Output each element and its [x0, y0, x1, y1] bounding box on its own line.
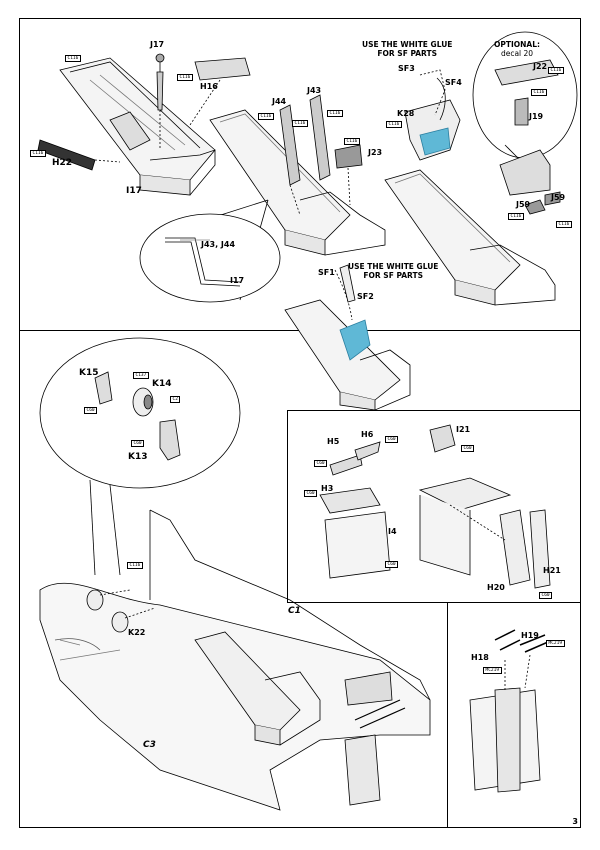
part-label-H5: H5: [327, 437, 340, 446]
part-label-H18: H18: [471, 653, 489, 662]
part-label-J22: J22: [533, 62, 548, 71]
color-tag: MC219: [483, 667, 502, 674]
part-label-H16: H16: [200, 82, 218, 91]
color-tag: C60: [385, 561, 399, 568]
part-label-C3: C3: [143, 740, 156, 750]
part-label-J43: J43: [307, 86, 322, 95]
white-glue-note-mid: USE THE WHITE GLUE FOR SF PARTS: [348, 262, 438, 280]
part-label-I4: I4: [388, 527, 397, 536]
part-label-I21: I21: [456, 425, 471, 434]
part-label-J23: J23: [368, 148, 383, 157]
part-label-H19: H19: [521, 631, 539, 640]
color-tag: C60: [304, 490, 318, 497]
part-label-K28: K28: [397, 109, 415, 118]
part-label-SF4: SF4: [445, 78, 462, 87]
color-tag: C116: [508, 213, 524, 220]
optional-note: OPTIONAL: decal 20: [494, 40, 540, 58]
part-label-SF2: SF2: [357, 292, 374, 301]
white-glue-note-top-line2: FOR SF PARTS: [377, 49, 438, 58]
part-label-K15: K15: [79, 368, 99, 378]
part-label-J44: J44: [272, 97, 287, 106]
color-tag: C116: [30, 150, 46, 157]
color-tag: C116: [65, 55, 81, 62]
panel-guns-divider: [447, 602, 448, 828]
part-label-J17: J17: [150, 40, 165, 49]
white-glue-note-mid-line1: USE THE WHITE GLUE: [348, 262, 439, 271]
color-tag: C60: [539, 592, 553, 599]
detail-label-I17: I17: [230, 276, 245, 285]
part-label-K14: K14: [152, 379, 172, 389]
color-tag: C116: [127, 562, 143, 569]
part-label-H3: H3: [321, 484, 334, 493]
optional-note-line2: decal 20: [500, 49, 534, 58]
page-number: 3: [572, 817, 578, 826]
color-tag: C60: [84, 407, 98, 414]
panel-seat: [287, 410, 581, 603]
part-label-SF1: SF1: [318, 268, 335, 277]
color-tag: C60: [461, 445, 475, 452]
color-tag: C116: [531, 89, 547, 96]
color-tag: C116: [386, 121, 402, 128]
color-tag: MC219: [546, 640, 565, 647]
white-glue-note-top: USE THE WHITE GLUE FOR SF PARTS: [362, 40, 452, 58]
color-tag: C2: [170, 396, 181, 403]
color-tag: C60: [385, 436, 399, 443]
color-tag: C116: [548, 67, 564, 74]
part-label-J19: J19: [529, 112, 544, 121]
part-label-SF3: SF3: [398, 64, 415, 73]
color-tag: C60: [314, 460, 328, 467]
white-glue-note-top-line1: USE THE WHITE GLUE: [362, 40, 453, 49]
part-label-H6: H6: [361, 430, 374, 439]
color-tag: C116: [258, 113, 274, 120]
color-tag: C116: [177, 74, 193, 81]
color-tag: C116: [327, 110, 343, 117]
part-label-I17: I17: [126, 186, 142, 196]
part-label-K13: K13: [128, 452, 148, 462]
part-label-J59-a: J59: [516, 200, 531, 209]
color-tag: C116: [556, 221, 572, 228]
white-glue-note-mid-line2: FOR SF PARTS: [363, 271, 424, 280]
part-label-J59-b: J59: [551, 193, 566, 202]
optional-note-line1: OPTIONAL:: [494, 40, 541, 49]
detail-label-J43-J44: J43, J44: [201, 240, 236, 249]
part-label-H20: H20: [487, 583, 505, 592]
part-label-H21: H21: [543, 566, 561, 575]
color-tag: C137: [133, 372, 149, 379]
color-tag: C116: [292, 120, 308, 127]
part-label-H22: H22: [52, 158, 73, 168]
part-label-K22: K22: [128, 628, 146, 637]
color-tag: C60: [131, 440, 145, 447]
part-label-C1: C1: [288, 606, 301, 616]
color-tag: C116: [344, 138, 360, 145]
